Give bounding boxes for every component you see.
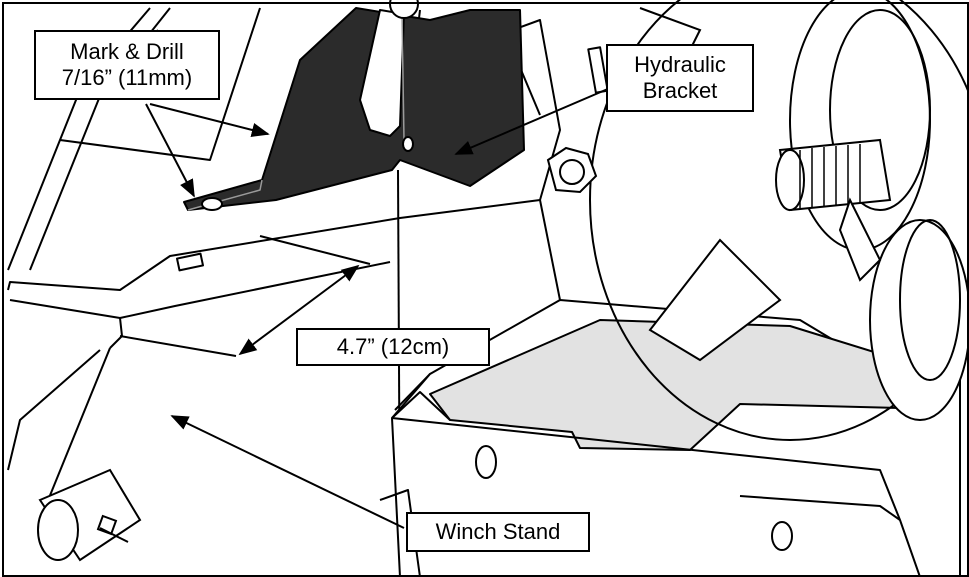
mark-drill-arrow-lower xyxy=(145,103,195,198)
hydraulic-bracket-line2: Bracket xyxy=(642,78,718,103)
mark-drill-label: Mark & Drill 7/16” (11mm) xyxy=(34,30,220,100)
hex-nut xyxy=(546,146,598,194)
winch-stand-arrow xyxy=(170,415,405,529)
leader-arrows xyxy=(145,87,611,529)
hydraulic-bracket-part xyxy=(183,0,525,211)
hydraulic-bracket-arrow xyxy=(454,87,611,155)
winch-stand-text: Winch Stand xyxy=(435,519,561,544)
hydraulic-bracket-line1: Hydraulic xyxy=(634,52,726,77)
cable-fitting xyxy=(37,468,142,562)
lower-mount-plate xyxy=(379,299,961,577)
winch-stand-label: Winch Stand xyxy=(406,512,590,552)
dimension-lines xyxy=(119,235,371,357)
winch-drum xyxy=(589,0,969,441)
hydraulic-bracket-label: Hydraulic Bracket xyxy=(606,44,754,112)
dimension-text: 4.7” (12cm) xyxy=(336,334,450,359)
mark-drill-line2: 7/16” (11mm) xyxy=(61,65,193,90)
mark-drill-arrow-upper xyxy=(149,103,270,137)
mark-drill-line1: Mark & Drill xyxy=(70,39,184,64)
dimension-label: 4.7” (12cm) xyxy=(296,328,490,366)
